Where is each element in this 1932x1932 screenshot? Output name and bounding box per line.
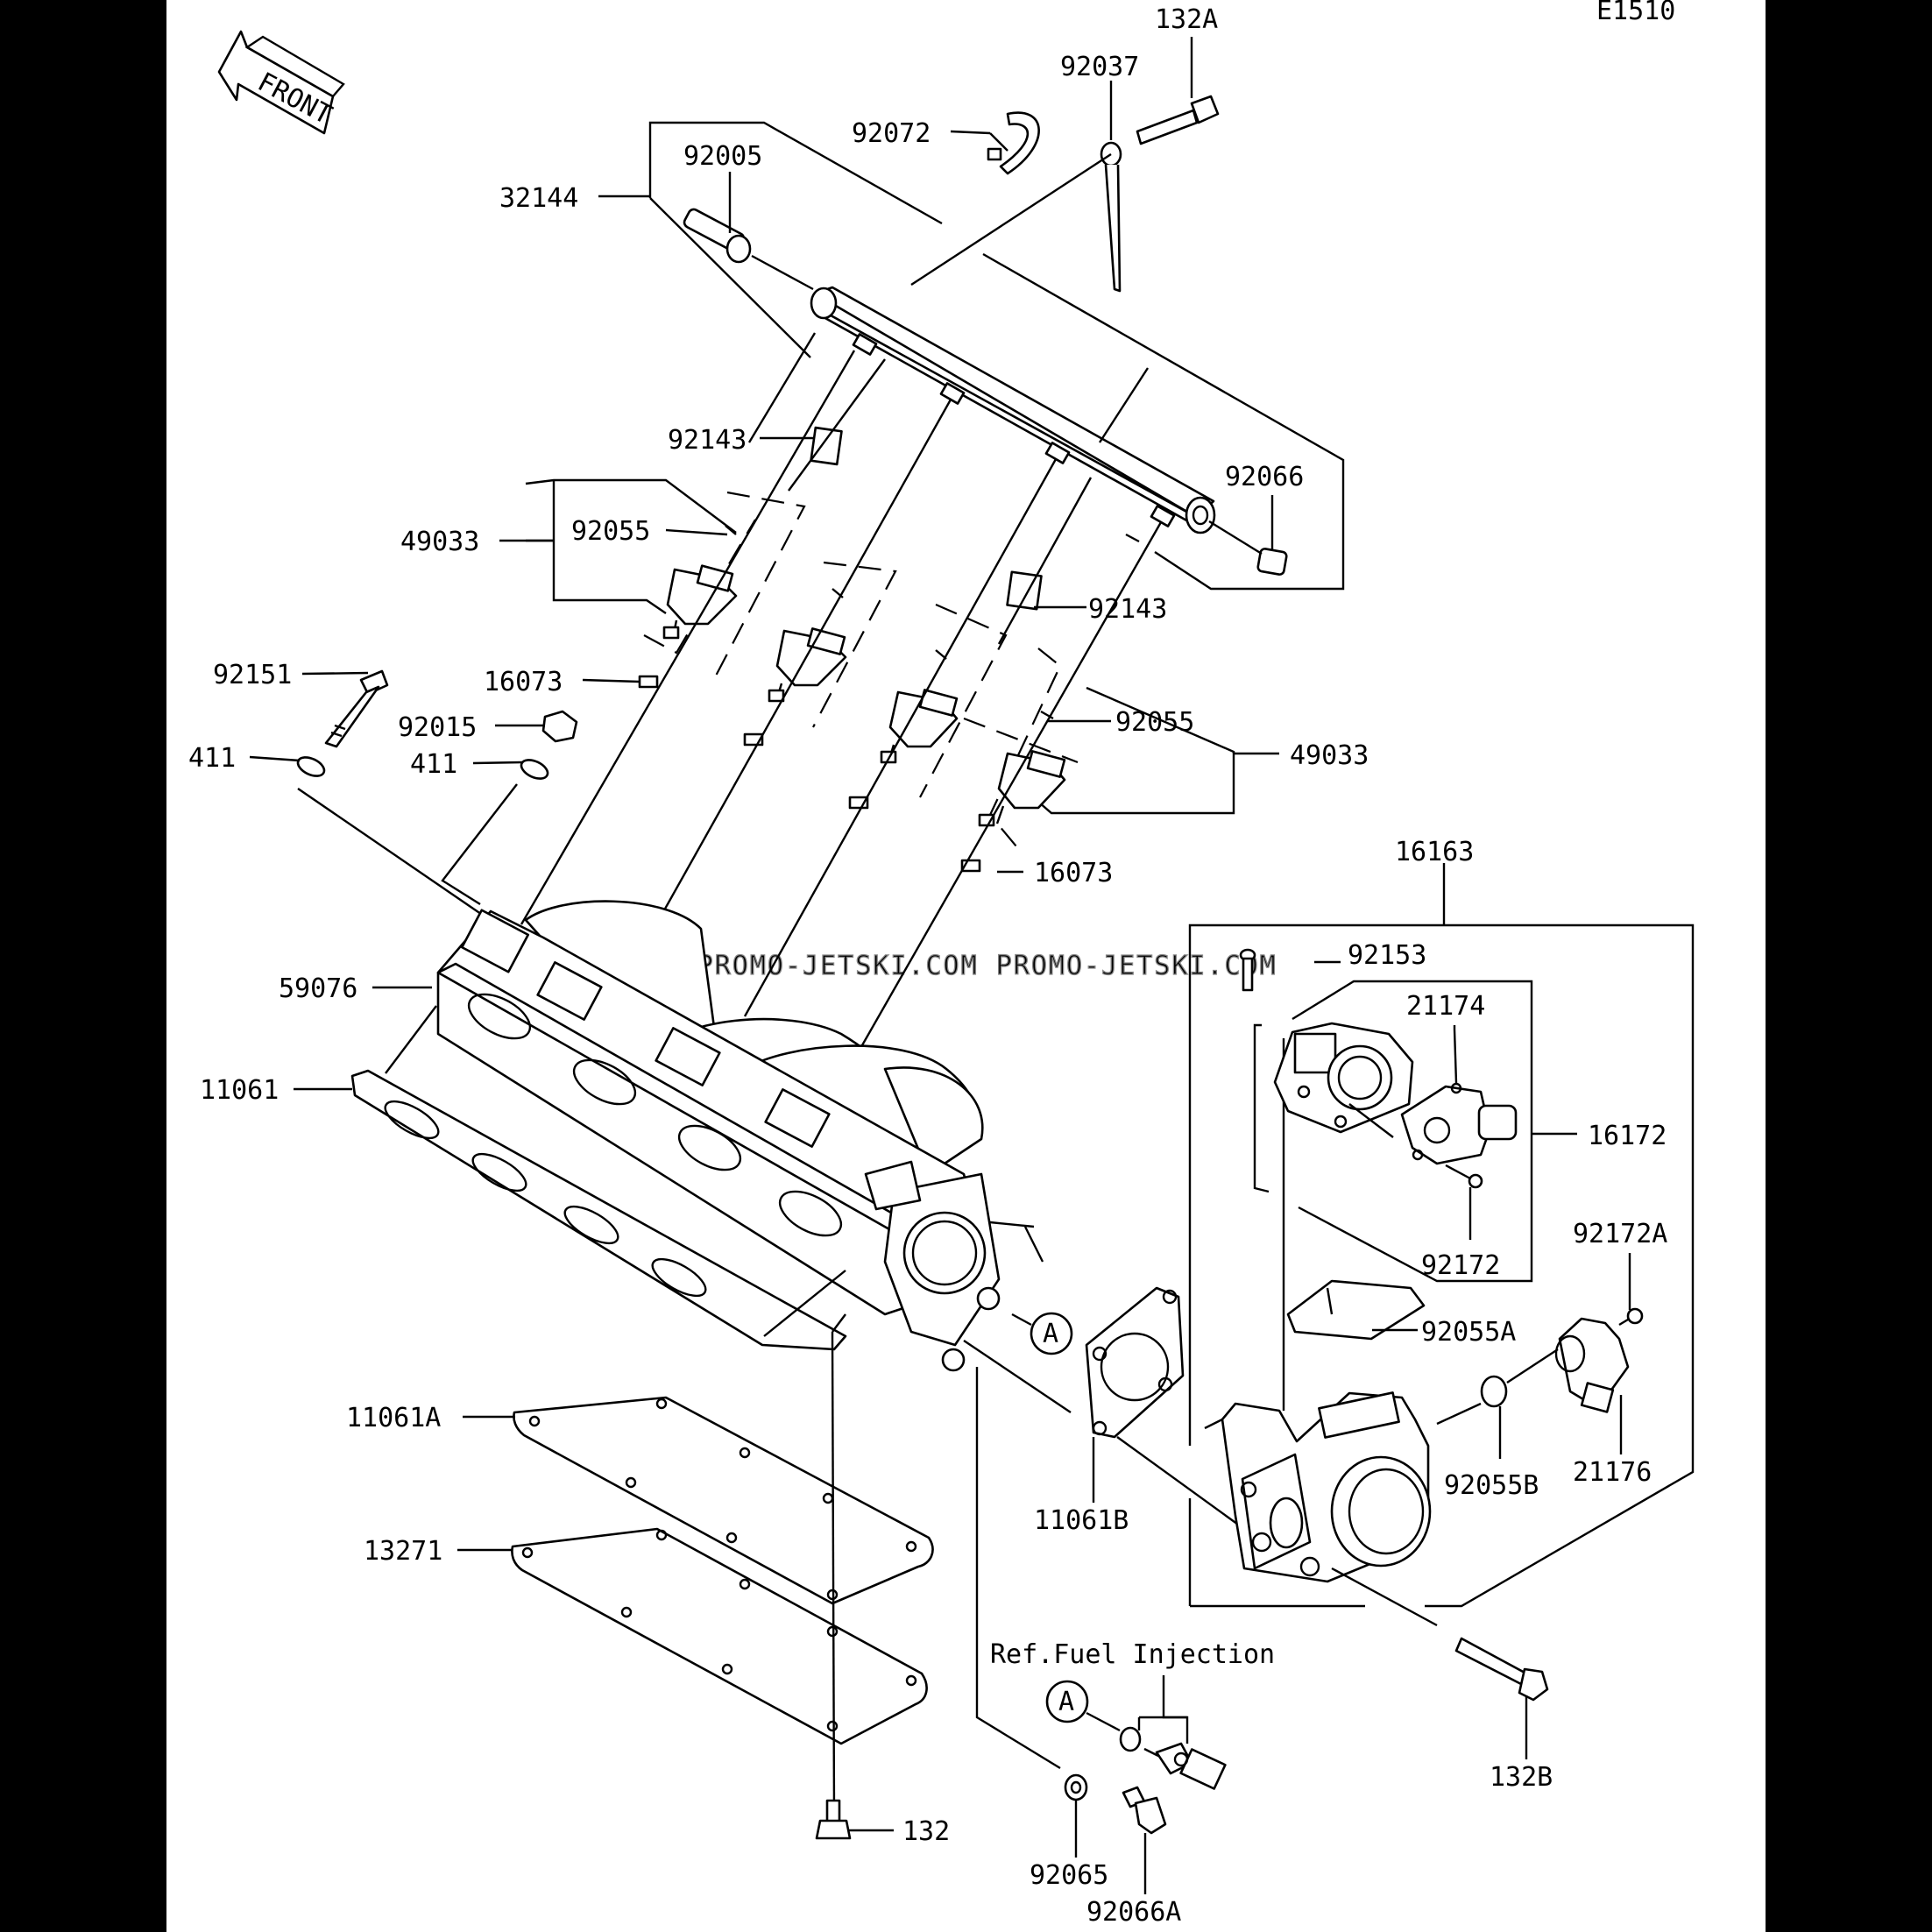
throttle-body-upper xyxy=(1273,1022,1414,1138)
callout-92143-upper: 92143 xyxy=(668,425,747,456)
gasket-92055A xyxy=(1286,1279,1426,1341)
screw-92153 xyxy=(1239,948,1285,1411)
callout-labels: 132A 92037 92072 32144 92005 92143 92066… xyxy=(188,4,1667,1928)
injector-group-right xyxy=(963,648,1235,847)
callout-411-left: 411 xyxy=(188,743,236,774)
throttle-body-box xyxy=(1188,924,1695,1608)
callout-132: 132 xyxy=(902,1816,950,1847)
front-arrow: FRONT xyxy=(217,30,345,135)
injector-4 xyxy=(978,710,1066,827)
callout-13271: 13271 xyxy=(364,1536,442,1567)
intake-manifold xyxy=(436,900,1044,1372)
callout-16073-lower: 16073 xyxy=(1034,858,1113,888)
ref-marker-a-lower: A xyxy=(1045,1680,1121,1732)
callout-49033-left: 49033 xyxy=(400,527,479,557)
screw-92172A xyxy=(1618,1307,1644,1327)
callout-92153: 92153 xyxy=(1348,940,1426,971)
callout-11061B: 11061B xyxy=(1034,1505,1129,1536)
washers-411 xyxy=(296,756,549,923)
callout-92172: 92172 xyxy=(1421,1250,1500,1281)
pressure-regulator xyxy=(683,208,814,291)
fuel-rail xyxy=(810,286,1216,534)
gasket-11061 xyxy=(350,1005,847,1351)
callout-16073-upper: 16073 xyxy=(484,667,563,697)
callout-411-right: 411 xyxy=(410,749,457,780)
assembly-lines xyxy=(520,332,1163,1083)
callout-92037: 92037 xyxy=(1060,52,1139,82)
callout-92005: 92005 xyxy=(683,141,762,172)
clamp-92072 xyxy=(987,111,1040,175)
ref-washer xyxy=(1119,1726,1142,1752)
callout-92015: 92015 xyxy=(398,712,477,743)
callout-11061: 11061 xyxy=(200,1075,279,1106)
callout-92143-lower: 92143 xyxy=(1088,594,1167,625)
bolt-132A xyxy=(1136,95,1220,145)
callout-92172A: 92172A xyxy=(1573,1219,1667,1249)
callout-59076: 59076 xyxy=(279,973,357,1004)
callout-11061A: 11061A xyxy=(346,1403,441,1433)
washer-92065 xyxy=(975,1367,1088,1801)
callout-92055-left: 92055 xyxy=(571,516,650,547)
callout-32144: 32144 xyxy=(499,183,578,214)
callout-21174: 21174 xyxy=(1406,991,1485,1022)
tie-strap-92037 xyxy=(910,141,1122,293)
ref-bracket xyxy=(1137,1675,1189,1744)
injector-3 xyxy=(880,649,959,764)
bolt-92066A xyxy=(1122,1786,1167,1835)
screw-92172 xyxy=(1445,1164,1483,1240)
injector-sleeves xyxy=(810,426,1043,611)
callout-49033-right: 49033 xyxy=(1290,740,1369,771)
isc-box xyxy=(1253,980,1533,1283)
nut-92015 xyxy=(541,710,578,743)
throttle-body-main xyxy=(1204,1391,1432,1583)
callout-21176: 21176 xyxy=(1573,1457,1652,1488)
callout-92065: 92065 xyxy=(1030,1860,1108,1891)
cap-92066 xyxy=(1208,520,1288,576)
ref-marker-a-upper-label: A xyxy=(1043,1319,1058,1349)
callout-92066: 92066 xyxy=(1225,462,1304,492)
throttle-position-sensor xyxy=(1506,1317,1630,1413)
bolt-92151 xyxy=(324,669,389,748)
ref-marker-a-lower-label: A xyxy=(1058,1687,1074,1717)
fuel-rail-box xyxy=(648,121,1345,591)
ref-marker-a-upper: A xyxy=(1011,1312,1073,1355)
callout-132B: 132B xyxy=(1490,1762,1553,1793)
callout-16172: 16172 xyxy=(1588,1121,1667,1151)
plate-13271 xyxy=(511,1527,928,1745)
callout-92066A: 92066A xyxy=(1086,1897,1181,1928)
callout-92055B: 92055B xyxy=(1444,1470,1539,1501)
gasket-11061A xyxy=(513,1396,934,1605)
diagram-code: E1510 xyxy=(1596,0,1675,26)
callout-16163: 16163 xyxy=(1395,837,1474,867)
callout-92055-right: 92055 xyxy=(1115,707,1194,738)
callout-92072: 92072 xyxy=(852,118,931,149)
reference-note: Ref.Fuel Injection xyxy=(990,1639,1275,1670)
callout-132A: 132A xyxy=(1155,4,1218,35)
callout-92151: 92151 xyxy=(213,660,292,690)
gasket-11061B xyxy=(963,1286,1245,1530)
callout-92055A: 92055A xyxy=(1421,1317,1516,1348)
diagram-sheet xyxy=(166,0,1766,1932)
o-ring-92055B xyxy=(1436,1375,1508,1426)
bolt-132B xyxy=(1331,1567,1549,1702)
bolt-132 xyxy=(815,1313,852,1840)
temperature-sensor xyxy=(1143,1742,1227,1790)
leader-lines xyxy=(249,37,1631,1894)
injector-2 xyxy=(768,588,847,703)
isc-valve xyxy=(1400,1029,1518,1165)
injector-1 xyxy=(662,525,738,640)
